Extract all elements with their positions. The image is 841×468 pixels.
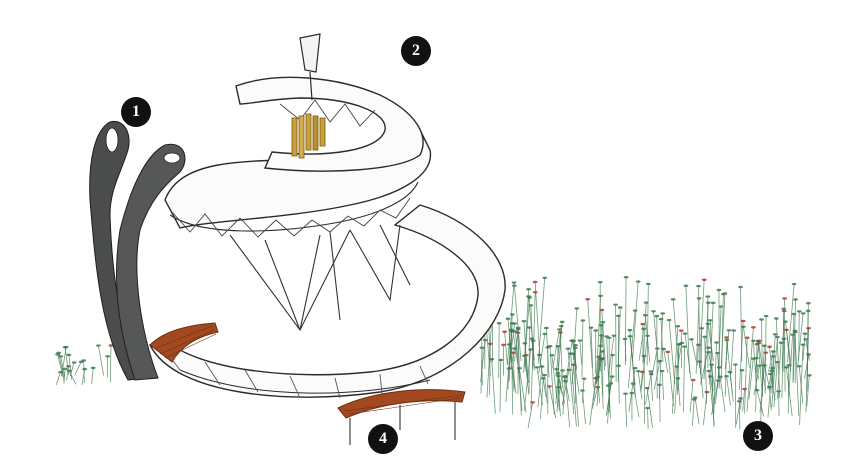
callout-badge-2: 2: [401, 36, 431, 66]
upper-ramp: [235, 76, 424, 172]
wind-chimes: [291, 113, 326, 159]
wind-vane: [299, 33, 321, 101]
middle-ramp: [164, 129, 432, 238]
curved-bench-upper: [149, 322, 219, 363]
callout-badge-1: 1: [121, 97, 151, 127]
curved-bench-lower: [337, 389, 466, 445]
lower-ramp: [149, 204, 506, 399]
meadow-plants: [479, 272, 812, 430]
left-flowers: [55, 344, 114, 386]
support-frame: [229, 224, 411, 332]
callout-badge-3: 3: [743, 421, 773, 451]
street-lamps: [89, 120, 186, 381]
callout-badge-4: 4: [368, 424, 398, 454]
